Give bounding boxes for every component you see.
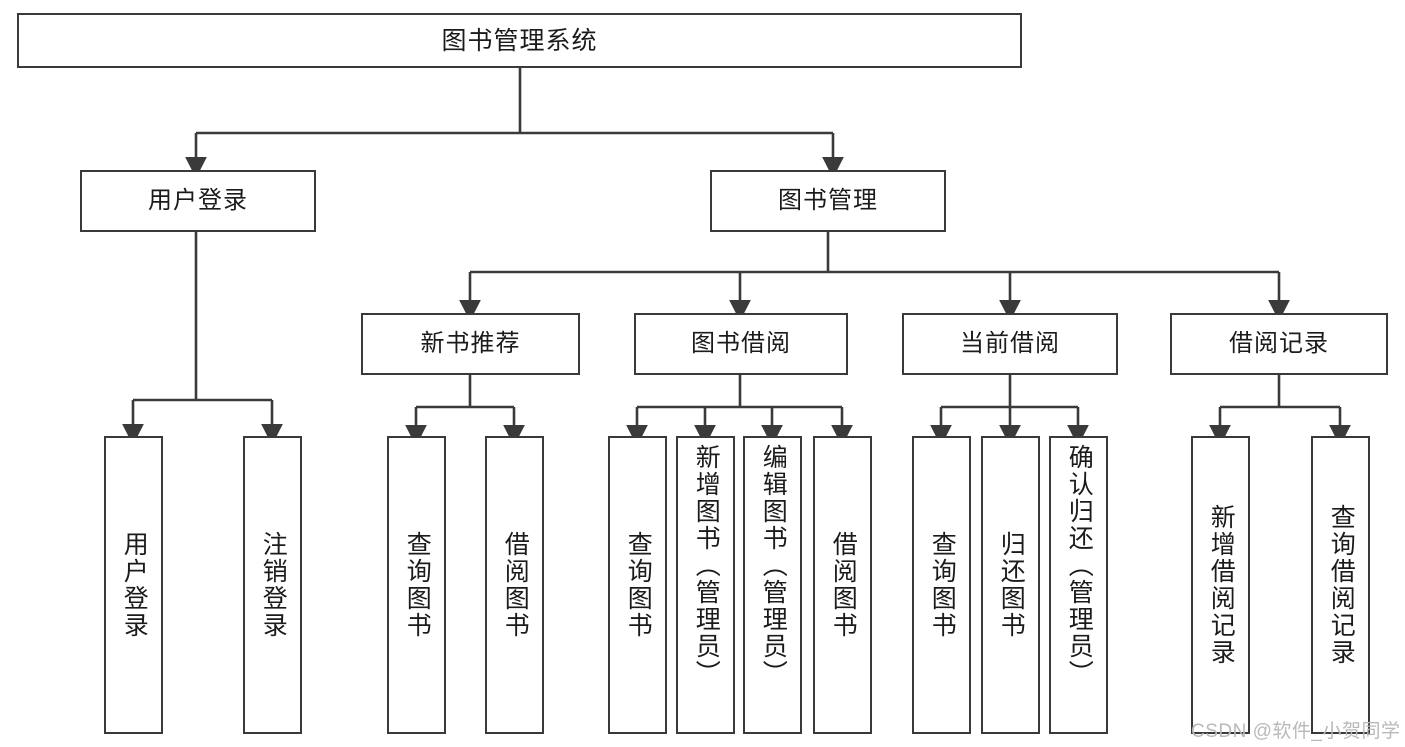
node-book-borrow-label: 图书借阅 bbox=[691, 329, 791, 357]
leaf-borrow-add-book-admin[interactable]: 新增图书（管理员） bbox=[676, 436, 735, 734]
leaf-label: 用户登录 bbox=[120, 531, 149, 639]
leaf-user-login-login[interactable]: 用户登录 bbox=[104, 436, 163, 734]
node-root-label: 图书管理系统 bbox=[441, 26, 598, 55]
leaf-label: 借阅图书 bbox=[501, 531, 530, 639]
leaf-label: 归还图书 bbox=[997, 531, 1026, 639]
leaf-current-return-book[interactable]: 归还图书 bbox=[981, 436, 1040, 734]
leaf-borrow-borrow-book[interactable]: 借阅图书 bbox=[813, 436, 872, 734]
leaf-recommend-query-book[interactable]: 查询图书 bbox=[387, 436, 446, 734]
node-new-book-recommend-label: 新书推荐 bbox=[420, 329, 521, 357]
leaf-current-query-book[interactable]: 查询图书 bbox=[912, 436, 971, 734]
leaf-label: 借阅图书 bbox=[829, 531, 858, 639]
leaf-label: 注销登录 bbox=[259, 531, 288, 639]
node-user-login[interactable]: 用户登录 bbox=[80, 170, 316, 232]
node-borrow-record-label: 借阅记录 bbox=[1229, 329, 1329, 357]
node-root[interactable]: 图书管理系统 bbox=[17, 13, 1022, 68]
leaf-user-login-logout[interactable]: 注销登录 bbox=[243, 436, 302, 734]
node-book-management[interactable]: 图书管理 bbox=[710, 170, 946, 232]
node-book-borrow[interactable]: 图书借阅 bbox=[634, 313, 848, 375]
leaf-label: 查询图书 bbox=[624, 531, 653, 639]
leaf-label: 查询借阅记录 bbox=[1327, 504, 1356, 666]
leaf-label: 编辑图书（管理员） bbox=[759, 444, 788, 687]
leaf-label: 查询图书 bbox=[403, 531, 432, 639]
leaf-borrow-query-book[interactable]: 查询图书 bbox=[608, 436, 667, 734]
leaf-borrow-edit-book-admin[interactable]: 编辑图书（管理员） bbox=[743, 436, 802, 734]
node-current-borrow-label: 当前借阅 bbox=[960, 329, 1060, 357]
leaf-recommend-borrow-book[interactable]: 借阅图书 bbox=[485, 436, 544, 734]
leaf-label: 查询图书 bbox=[928, 531, 957, 639]
leaf-label: 确认归还（管理员） bbox=[1065, 444, 1094, 687]
csdn-watermark: CSDN @软件_小贺同学 bbox=[1191, 721, 1401, 742]
leaf-current-confirm-return-admin[interactable]: 确认归还（管理员） bbox=[1049, 436, 1108, 734]
node-new-book-recommend[interactable]: 新书推荐 bbox=[361, 313, 580, 375]
node-book-management-label: 图书管理 bbox=[778, 186, 878, 214]
leaf-record-add-record[interactable]: 新增借阅记录 bbox=[1191, 436, 1250, 734]
node-current-borrow[interactable]: 当前借阅 bbox=[902, 313, 1118, 375]
leaf-label: 新增图书（管理员） bbox=[692, 444, 721, 687]
node-user-login-label: 用户登录 bbox=[148, 186, 248, 214]
leaf-label: 新增借阅记录 bbox=[1207, 504, 1236, 666]
node-borrow-record[interactable]: 借阅记录 bbox=[1170, 313, 1388, 375]
leaf-record-query-record[interactable]: 查询借阅记录 bbox=[1311, 436, 1370, 734]
